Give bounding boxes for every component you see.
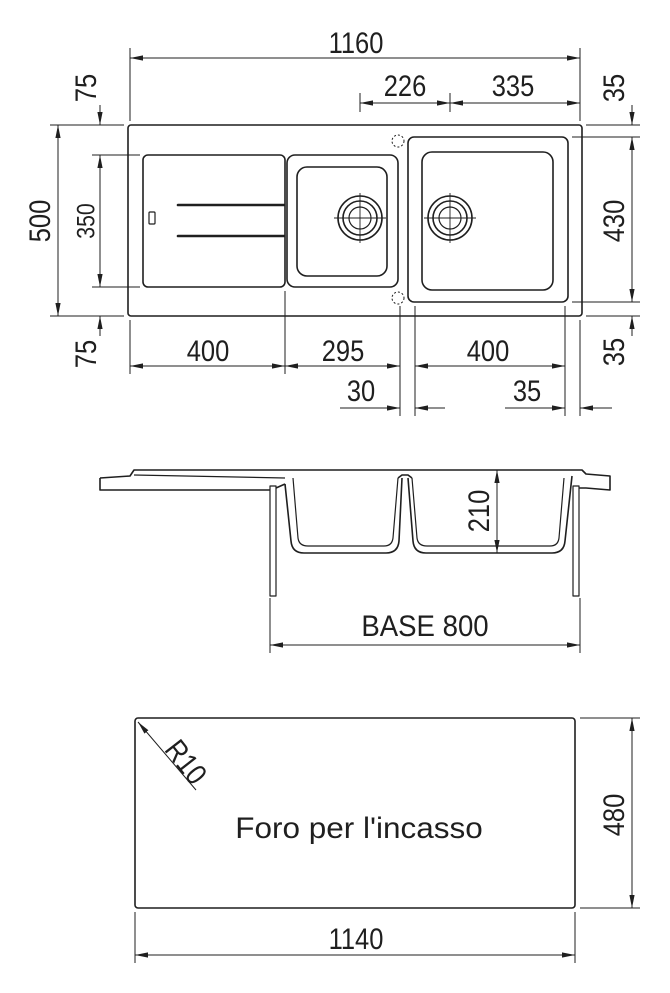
tap-hole-marker [391,291,405,305]
right-margin-label: 35 [513,374,541,407]
right-drain-to-edge-label: 335 [492,69,535,102]
small-bowl-bottom [296,166,388,277]
tap-hole-marker [391,134,405,148]
drainboard-underside [130,483,286,491]
overall-depth-label: 500 [23,200,56,243]
bowl-divider-top [397,474,413,479]
base-width-label: BASE 800 [361,610,488,643]
large-bowl-outer-profile [407,475,573,554]
cutout-height-label: 480 [597,794,630,837]
bowl-depth-label: 430 [597,200,630,243]
large-bowl-rim [407,136,569,303]
radius-leader-line [137,721,197,791]
left-base-support [269,485,277,597]
cutout-title: Foro per l'incasso [235,811,483,845]
drainboard-width-label: 400 [187,334,230,367]
left-rim-end [99,478,130,491]
drainboard-surface [133,474,286,479]
small-bowl-rim [286,154,399,288]
large-bowl-width-label: 400 [467,334,510,367]
small-bowl-outer-profile [284,477,403,554]
large-bowl-drain-icon [424,193,476,243]
cutout-view: R10 Foro per l'incasso 480 1140 [134,717,640,963]
large-bowl-inner-profile [411,477,565,547]
top-margin-left-label: 75 [69,74,102,102]
section-bowl-depth-label: 210 [462,490,495,533]
corner-radius-label: R10 [158,733,213,790]
top-view [127,124,583,317]
bottom-margin-right-label: 35 [597,338,630,366]
section-view: 210 BASE 800 [99,469,611,653]
small-bowl-drain-icon [334,193,386,243]
top-margin-right-label: 35 [597,74,630,102]
cutout-width-label: 1140 [329,922,384,955]
drainboard-depth-label: 350 [72,203,100,238]
drainboard-tab [148,211,156,225]
small-bowl-width-label: 295 [322,334,365,367]
bottom-margin-left-label: 75 [69,340,102,368]
right-base-support [572,485,580,597]
small-bowl-inner-profile [292,477,399,547]
drainboard-area [142,154,286,288]
worktop-rim-profile [99,469,611,491]
top-view-dimensions: 1160 226 335 75 35 500 350 430 75 35 400… [23,26,640,416]
cutout-outline [134,717,576,909]
large-bowl-bottom [421,151,554,291]
drain-spacing-label: 226 [384,69,427,102]
sink-outer-edge [127,124,583,317]
overall-width-label: 1160 [329,26,384,59]
divider-width-label: 30 [347,374,375,407]
